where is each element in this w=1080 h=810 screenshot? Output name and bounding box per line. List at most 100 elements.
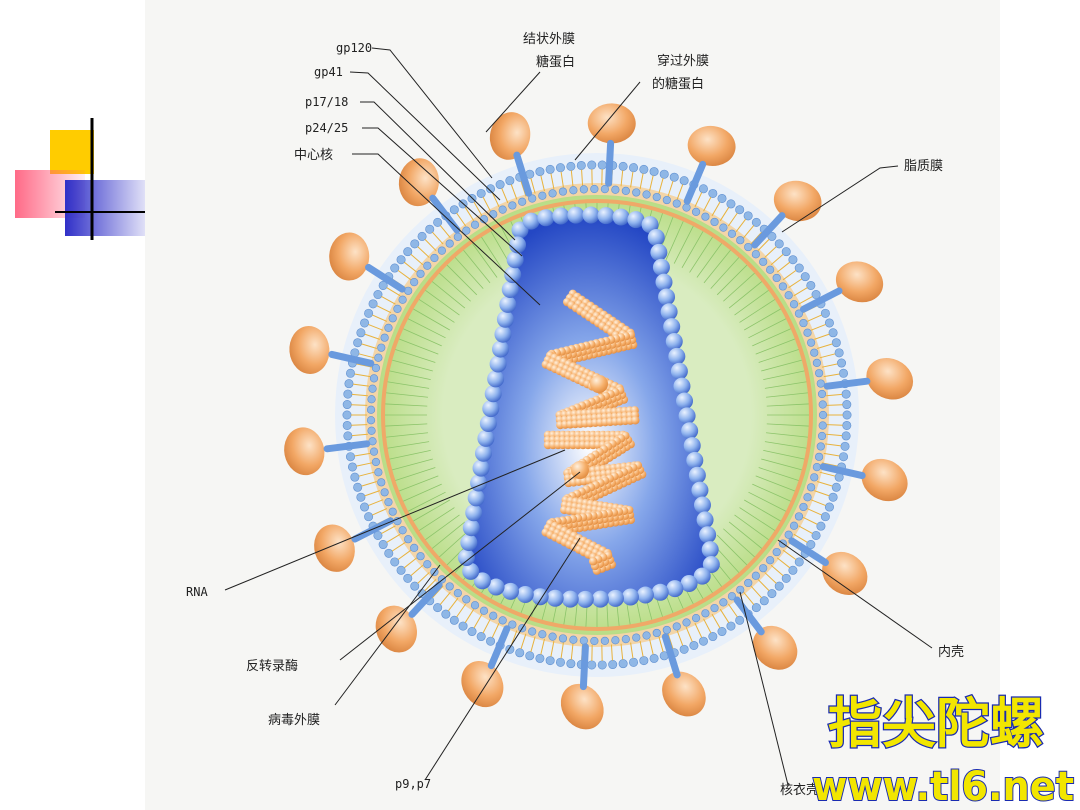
lipid-tail: [819, 353, 836, 359]
lipid-tail: [711, 201, 721, 217]
lipid-head: [719, 223, 728, 232]
lipid-head: [818, 400, 827, 409]
capsid-bead: [522, 212, 540, 230]
lipid-bilayer-outer: [342, 160, 852, 670]
capsid-bead: [665, 333, 683, 351]
lipid-head: [374, 353, 383, 362]
matrix-line: [387, 370, 431, 381]
lipid-head: [417, 231, 427, 241]
lipid-head: [476, 188, 486, 198]
glycoprotein-knob: [662, 671, 706, 717]
lipid-head: [569, 635, 578, 644]
matrix-line: [766, 423, 811, 427]
lipid-tail: [806, 508, 822, 516]
label-knob-glycoprotein-2: 糖蛋白: [536, 54, 575, 70]
lipid-tail: [358, 471, 375, 477]
lipid-head: [708, 188, 718, 198]
lipid-head: [371, 457, 381, 467]
lipid-head: [831, 338, 841, 348]
lipid-head: [840, 441, 850, 451]
lipid-head: [689, 640, 699, 650]
lipid-tail: [376, 305, 392, 314]
lipid-tail: [351, 433, 368, 437]
capsid-bead: [678, 407, 696, 425]
capsid-bead: [693, 567, 711, 585]
lipid-tail: [649, 175, 654, 192]
lipid-head: [811, 530, 821, 540]
lipid-head: [373, 290, 383, 300]
matrix-line: [397, 337, 439, 355]
label-gp120: gp120: [336, 41, 372, 55]
lipid-tail: [361, 343, 377, 350]
lipid-tail: [770, 253, 784, 266]
lipid-head: [467, 627, 477, 637]
lipid-tail: [823, 373, 840, 378]
lipid-tail: [610, 644, 613, 661]
matrix-line: [397, 475, 439, 493]
lipid-head: [368, 384, 377, 393]
lipid-head: [569, 186, 578, 195]
matrix-line: [766, 403, 811, 407]
lipid-tail: [381, 525, 396, 534]
matrix-line: [710, 255, 741, 289]
lipid-head: [788, 565, 798, 575]
lipid-head: [652, 192, 661, 202]
lipid-tail: [432, 231, 444, 245]
capsid-bead: [482, 400, 500, 418]
lipid-head: [470, 601, 480, 610]
matrix-line: [758, 467, 801, 482]
matrix-line: [406, 491, 446, 513]
lipid-head: [810, 473, 819, 482]
matrix-line: [766, 392, 810, 398]
lipid-head: [659, 169, 669, 179]
glycoprotein-knob: [866, 357, 914, 400]
lipid-head: [682, 203, 691, 212]
lipid-head: [781, 573, 791, 583]
lipid-head: [838, 368, 848, 378]
lipid-head: [842, 400, 852, 410]
lipid-head: [495, 180, 505, 190]
transmembrane-stem: [365, 263, 406, 293]
lipid-head: [710, 603, 719, 613]
matrix-line: [766, 432, 810, 438]
lipid-head: [579, 185, 588, 194]
lipid-head: [453, 232, 462, 242]
lipid-head: [772, 273, 781, 283]
capsid-bead: [670, 362, 688, 380]
lipid-head: [566, 161, 576, 171]
lipid-tail: [520, 180, 527, 197]
capsid-bead: [516, 586, 534, 604]
lipid-tail: [424, 238, 437, 252]
lipid-tail: [397, 549, 412, 560]
lipid-head: [430, 253, 439, 263]
watermark-text: 指尖陀螺: [828, 692, 1044, 755]
reverse-transcriptase-bead-1: [590, 375, 608, 393]
lipid-head: [794, 557, 804, 567]
matrix-line: [401, 483, 442, 503]
capsid-bead: [680, 575, 698, 593]
capsid-bead: [696, 511, 714, 529]
lipid-tail: [432, 585, 444, 599]
lipid-head: [403, 573, 413, 583]
lipid-tail: [667, 180, 674, 197]
matrix-line: [423, 514, 460, 542]
lipid-head: [611, 636, 620, 645]
lipid-head: [566, 659, 576, 669]
matrix-line: [696, 241, 724, 278]
matrix-line: [480, 235, 505, 273]
matrix-line: [758, 348, 801, 363]
matrix-line: [393, 467, 436, 482]
lipid-tail: [570, 643, 574, 660]
capsid-bead: [636, 586, 654, 604]
lipid-head: [766, 265, 775, 274]
lipid-tail: [417, 246, 430, 258]
glycoprotein-knob: [587, 103, 636, 144]
lipid-head: [841, 389, 851, 399]
lipid-head: [828, 492, 838, 502]
lipid-head: [600, 185, 609, 194]
lipid-tail: [764, 246, 777, 258]
reverse-transcriptase-bead-2: [571, 461, 589, 479]
lipid-head: [367, 426, 376, 435]
lipid-head: [831, 482, 841, 492]
lipid-head: [353, 338, 363, 348]
